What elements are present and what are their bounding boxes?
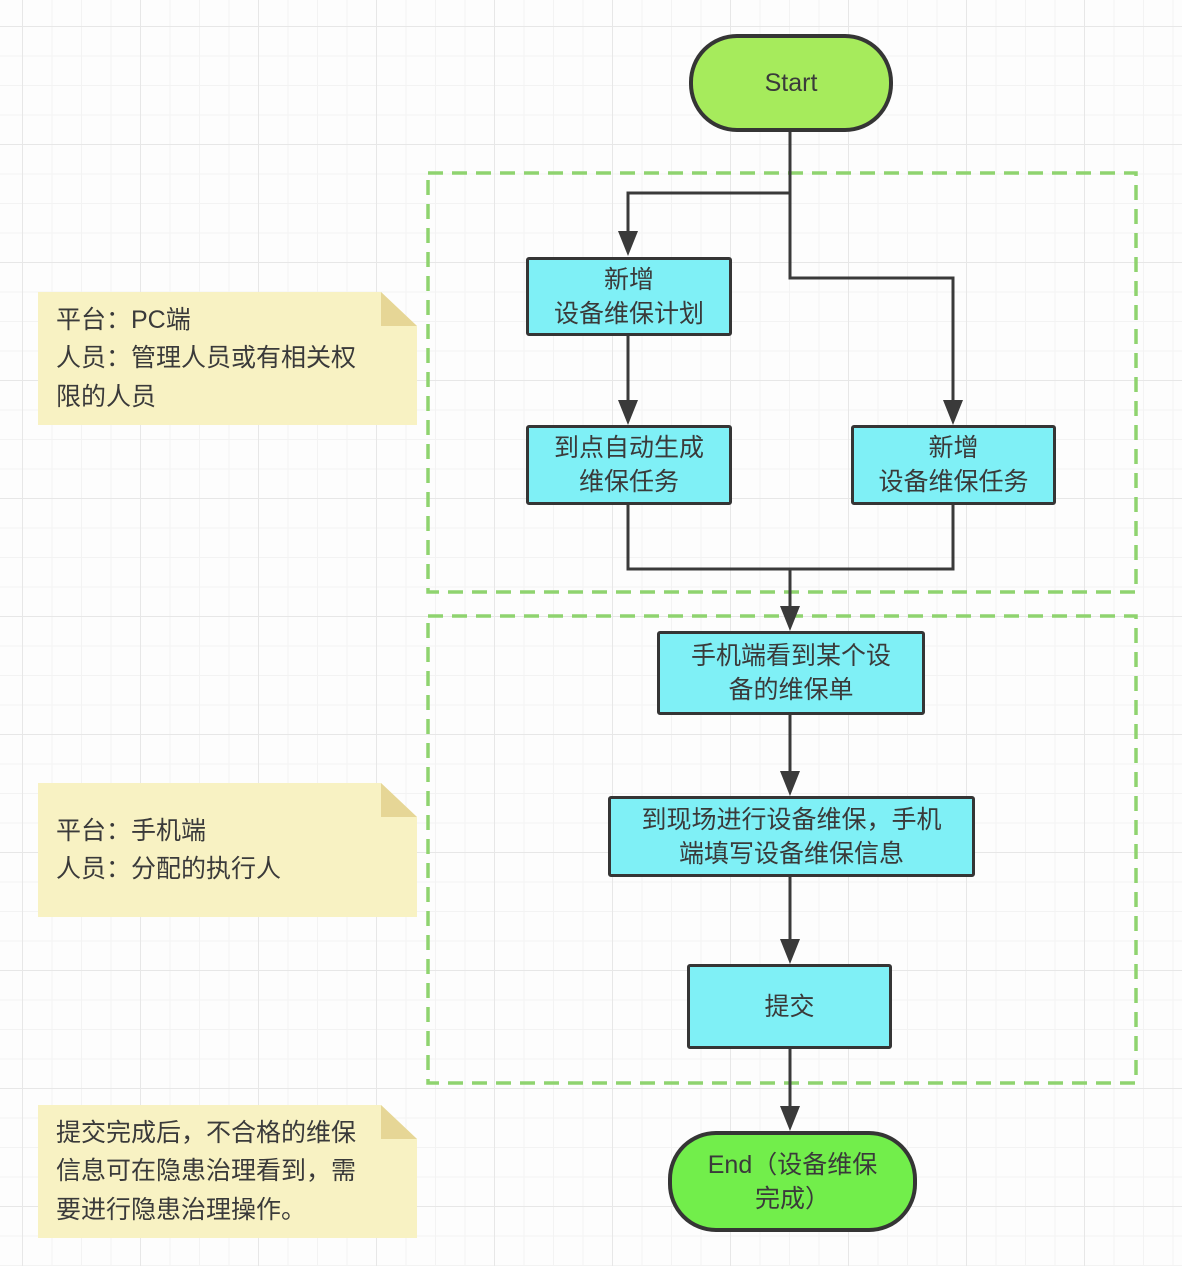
node-add-maintenance-plan-label: 新增 设备维保计划 [553, 265, 704, 328]
note-mobile-platform-text: 平台：手机端 人员：分配的执行人 [56, 816, 282, 883]
node-fill-maintenance-info[interactable]: 到现场进行设备维保，手机 端填写设备维保信息 [608, 796, 975, 877]
note-aftercare-text: 提交完成后，不合格的维保 信息可在隐患治理看到，需 要进行隐患治理操作。 [56, 1118, 357, 1224]
connector-start-to-add-plan [626, 191, 790, 231]
node-end-label: End（设备维保 完成） [707, 1150, 878, 1213]
arrowhead-into-add-plan [618, 231, 638, 256]
connector-start-to-add-task [788, 131, 955, 402]
note-mobile-platform[interactable]: 平台：手机端 人员：分配的执行人 [38, 783, 417, 917]
mobile-stage-region-border [426, 614, 1138, 1085]
note-aftercare[interactable]: 提交完成后，不合格的维保 信息可在隐患治理看到，需 要进行隐患治理操作。 [38, 1105, 417, 1238]
node-fill-maintenance-info-label: 到现场进行设备维保，手机 端填写设备维保信息 [641, 805, 942, 868]
node-start-label: Start [764, 69, 818, 97]
arrowhead-into-fill-info [780, 771, 800, 796]
connector-merge-tasks [626, 505, 955, 571]
node-start[interactable]: Start [689, 34, 893, 132]
note-pc-platform[interactable]: 平台：PC端 人员：管理人员或有相关权 限的人员 [38, 292, 417, 425]
arrowhead-into-view-order [780, 606, 800, 631]
node-add-maintenance-plan[interactable]: 新增 设备维保计划 [526, 257, 732, 336]
node-view-maintenance-order-label: 手机端看到某个设 备的维保单 [690, 642, 891, 704]
node-add-maintenance-task[interactable]: 新增 设备维保任务 [851, 425, 1056, 505]
node-view-maintenance-order[interactable]: 手机端看到某个设 备的维保单 [657, 631, 925, 715]
node-add-maintenance-task-label: 新增 设备维保任务 [878, 434, 1029, 496]
node-auto-generate-task-label: 到点自动生成 维保任务 [553, 434, 704, 496]
arrowhead-into-auto-task [618, 400, 638, 425]
node-submit[interactable]: 提交 [687, 964, 892, 1049]
node-end[interactable]: End（设备维保 完成） [668, 1131, 917, 1232]
arrowhead-into-submit [780, 939, 800, 964]
arrowhead-into-end [780, 1106, 800, 1131]
node-auto-generate-task[interactable]: 到点自动生成 维保任务 [526, 425, 732, 505]
pc-stage-region-border [426, 171, 1138, 594]
note-pc-platform-text: 平台：PC端 人员：管理人员或有相关权 限的人员 [56, 305, 357, 411]
arrowhead-into-add-task [943, 400, 963, 425]
node-submit-label: 提交 [764, 992, 815, 1021]
